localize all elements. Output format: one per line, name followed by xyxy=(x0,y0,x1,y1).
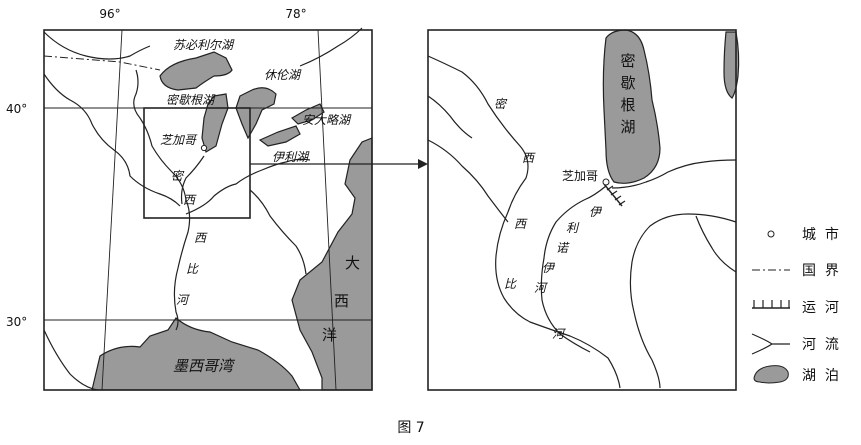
label-miss-char-3: 西 xyxy=(514,217,528,231)
label-ill-char-3: 诺 xyxy=(556,241,570,255)
label-lake-char-4: 湖 xyxy=(620,118,635,136)
label-chicago: 芝加哥 xyxy=(160,133,198,147)
label-lake-char-3: 根 xyxy=(620,96,635,114)
atlantic-ocean xyxy=(291,137,373,391)
legend: 城 市 国 界 运 河 河 流 湖 泊 xyxy=(751,226,839,384)
label-river-char-1: 密 xyxy=(171,169,185,183)
latitude-label-40: 40° xyxy=(6,102,27,116)
lake-michigan-inset xyxy=(602,29,661,184)
inset-box xyxy=(143,107,251,219)
latitude-label-30: 30° xyxy=(6,315,27,329)
connector-arrow xyxy=(250,159,428,169)
figure-caption: 图 7 xyxy=(397,420,424,436)
label-river-char-4: 比 xyxy=(186,262,199,276)
north-river xyxy=(43,31,151,60)
label-lake-huron: 休伦湖 xyxy=(264,68,302,82)
label-miss-char-1: 密 xyxy=(494,97,508,111)
label-ill-char-1: 伊 xyxy=(589,205,603,219)
label-lake-michigan: 密歇根湖 xyxy=(166,93,216,107)
ohio-river xyxy=(185,158,311,215)
label-lake-char-1: 密 xyxy=(620,52,635,70)
lake-erie xyxy=(258,125,301,147)
label-river-char-2: 西 xyxy=(183,193,197,207)
chicago-canal-inset xyxy=(603,183,626,207)
legend-river-label: 河 流 xyxy=(802,337,839,353)
illinois-river-inset xyxy=(540,185,607,353)
mississippi-river xyxy=(133,69,191,331)
longitude-label-96: 96° xyxy=(99,7,120,21)
label-river-char-5: 河 xyxy=(176,293,190,307)
illinois-river xyxy=(180,155,205,205)
missouri-tributary-inset xyxy=(427,139,509,223)
lake-superior xyxy=(159,51,233,91)
chicago-city-dot xyxy=(200,144,208,152)
ohio-branch-inset xyxy=(695,215,737,273)
label-lake-superior: 苏必利尔湖 xyxy=(173,38,235,52)
missouri-river xyxy=(43,73,181,207)
label-ill-char-5: 河 xyxy=(534,281,548,295)
coastline-east xyxy=(249,189,307,275)
label-lake-erie: 伊利湖 xyxy=(272,150,310,164)
legend-canal-label: 运 河 xyxy=(802,300,839,316)
label-atlantic-char-3: 洋 xyxy=(322,326,337,344)
legend-city-label: 城 市 xyxy=(802,226,839,243)
left-map-frame xyxy=(43,29,373,391)
legend-river-symbol xyxy=(751,333,790,355)
right-map: 芝加哥 密 歇 根 湖 密 西 西 比 河 伊 利 诺 伊 河 xyxy=(427,29,740,391)
longitude-label-78: 78° xyxy=(285,7,306,21)
legend-border-label: 国 界 xyxy=(802,263,839,279)
northern-river-inset xyxy=(427,95,473,139)
label-ill-char-4: 伊 xyxy=(542,261,556,275)
mississippi-river-inset xyxy=(427,55,621,389)
label-miss-char-5: 河 xyxy=(552,327,566,341)
lake-huron xyxy=(235,87,277,140)
legend-lake-label: 湖 泊 xyxy=(802,368,839,384)
ohio-tributary-inset xyxy=(629,213,737,389)
label-atlantic-char-2: 西 xyxy=(334,292,349,310)
legend-canal-symbol xyxy=(752,300,790,309)
label-ill-char-2: 利 xyxy=(566,221,580,235)
label-miss-char-4: 比 xyxy=(504,277,517,291)
label-atlantic-char-1: 大 xyxy=(345,254,360,272)
label-gulf-of-mexico: 墨西哥湾 xyxy=(173,357,236,375)
label-chicago-inset: 芝加哥 xyxy=(562,168,598,183)
right-map-frame xyxy=(427,29,737,391)
kankakee-river-inset xyxy=(611,159,737,189)
lake-michigan-inset-east xyxy=(723,31,740,99)
western-border-river xyxy=(43,329,99,391)
chicago-city-dot-inset xyxy=(602,178,610,186)
international-border xyxy=(43,55,161,71)
longitude-line-96 xyxy=(101,29,123,391)
label-lake-ontario: 安大略湖 xyxy=(302,113,352,127)
label-miss-char-2: 西 xyxy=(522,151,536,165)
left-map: 96° 78° 40° 30° xyxy=(6,7,373,391)
legend-city-symbol xyxy=(767,230,775,238)
st-lawrence-river xyxy=(299,27,363,67)
legend-lake-symbol xyxy=(753,365,789,384)
gulf-of-mexico xyxy=(91,317,302,391)
label-lake-char-2: 歇 xyxy=(620,74,635,92)
longitude-line-78 xyxy=(317,29,337,391)
label-river-char-3: 西 xyxy=(194,231,208,245)
lake-ontario xyxy=(291,103,325,125)
